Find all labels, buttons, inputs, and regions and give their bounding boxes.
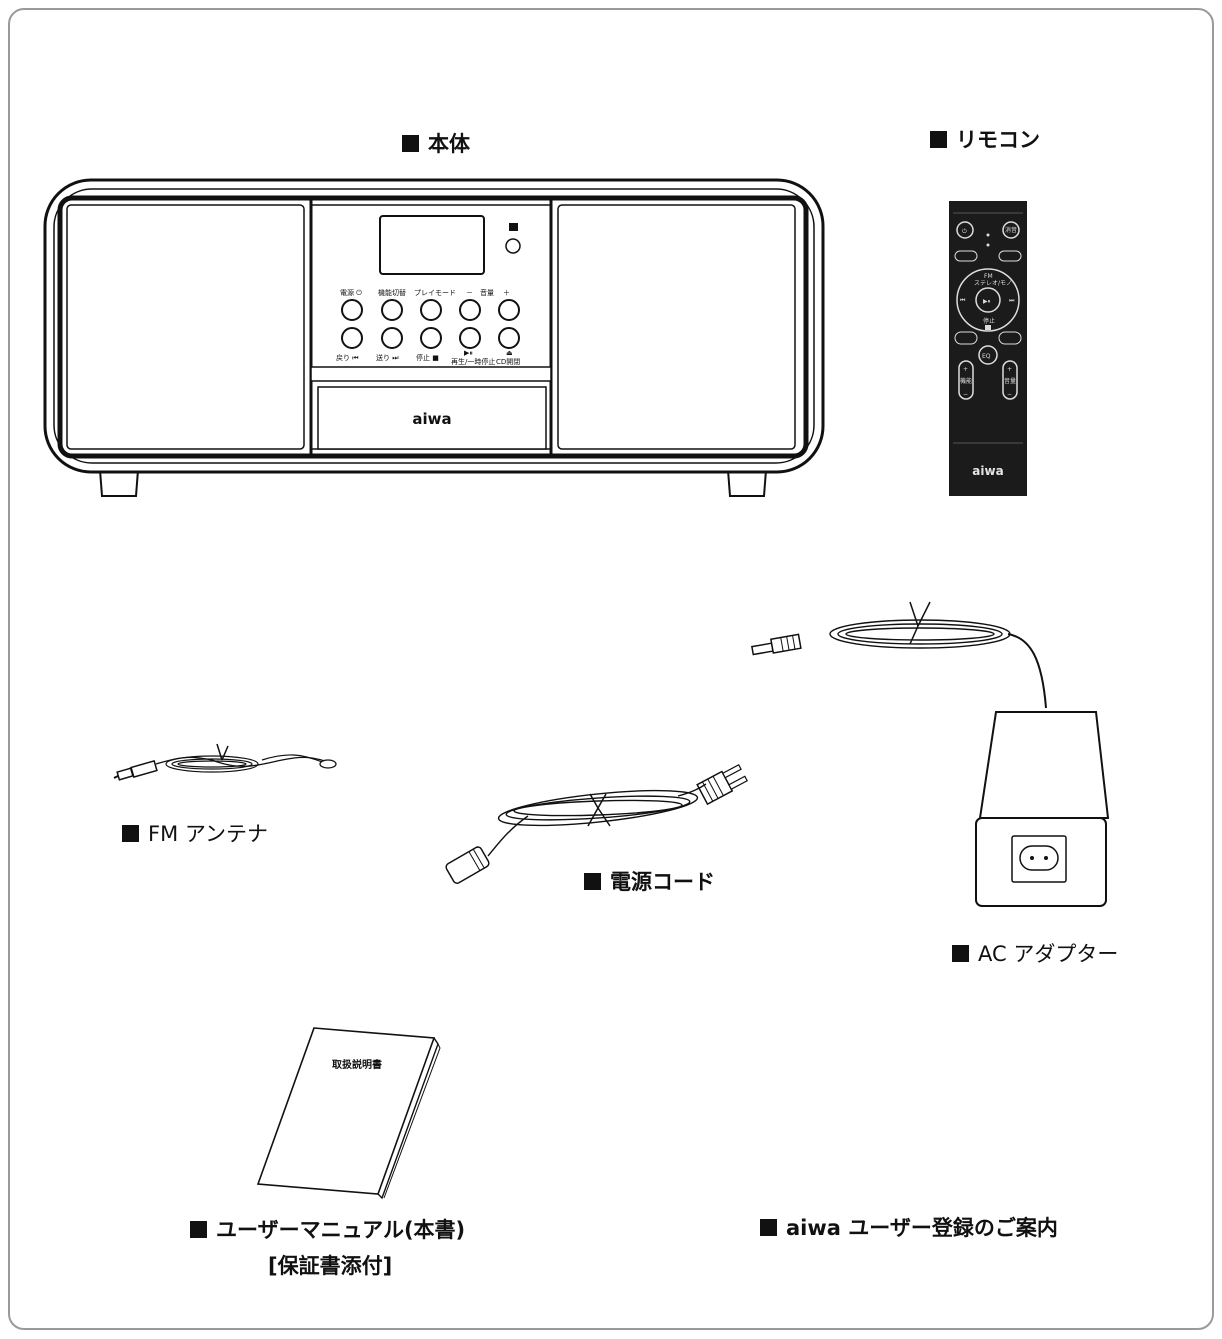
svg-text:⏭: ⏭ — [1009, 297, 1015, 304]
svg-text:−: − — [1007, 391, 1012, 398]
svg-text:プレイモード: プレイモード — [414, 289, 456, 297]
power-cord-illustration — [445, 764, 748, 884]
svg-text:取扱説明書: 取扱説明書 — [332, 1058, 382, 1071]
manual-warranty-label: [保証書添付] — [268, 1254, 393, 1278]
bullet-square-icon — [122, 825, 139, 842]
svg-text:＋: ＋ — [503, 289, 510, 297]
svg-text:⏮: ⏮ — [960, 297, 966, 304]
svg-text:+: + — [1007, 366, 1012, 373]
svg-text:音量: 音量 — [1004, 377, 1016, 385]
svg-text:▶⏸: ▶⏸ — [983, 298, 991, 305]
fm-antenna-label: FM アンテナ — [122, 818, 268, 848]
page-frame — [8, 8, 1214, 1330]
fm-antenna-illustration — [113, 743, 337, 781]
main-unit-label: 本体 — [402, 128, 470, 158]
svg-text:CD開閉: CD開閉 — [496, 358, 520, 366]
svg-text:停止: 停止 — [983, 317, 995, 325]
svg-text:戻り ⏮: 戻り ⏮ — [336, 353, 359, 362]
svg-text:aiwa: aiwa — [972, 464, 1003, 478]
svg-text:▶⏸: ▶⏸ — [464, 349, 473, 357]
remote-illustration: ⏻ 消音 FM ステレオ/モノ ▶⏸ ⏮ ⏭ 停止 EQ + 機能 − + 音量… — [949, 201, 1027, 496]
bullet-square-icon — [952, 945, 969, 962]
svg-text:機能切替: 機能切替 — [378, 288, 406, 297]
svg-text:停止 ■: 停止 ■ — [416, 353, 439, 362]
registration-label: aiwa ユーザー登録のご案内 — [760, 1212, 1058, 1242]
svg-text:送り ⏭: 送り ⏭ — [376, 353, 399, 362]
bullet-square-icon — [760, 1219, 777, 1236]
svg-text:音量: 音量 — [480, 288, 494, 297]
svg-text:電源 ⏻: 電源 ⏻ — [340, 288, 362, 297]
svg-text:ステレオ/モノ: ステレオ/モノ — [974, 280, 1012, 287]
manual-label: ユーザーマニュアル(本書) — [190, 1214, 465, 1244]
main-unit-illustration: 電源 ⏻ 機能切替 プレイモード － 音量 ＋ 戻り ⏮ 送り ⏭ 停止 ■ ▶… — [43, 178, 825, 497]
manual-illustration: 取扱説明書 — [256, 1027, 441, 1200]
svg-text:−: − — [963, 391, 968, 398]
svg-text:EQ: EQ — [982, 353, 991, 360]
power-cord-label: 電源コード — [584, 866, 715, 896]
ac-adapter-illustration — [751, 601, 1110, 907]
svg-text:+: + — [963, 366, 968, 373]
svg-text:機能: 機能 — [960, 377, 972, 385]
svg-text:⏏: ⏏ — [506, 349, 513, 357]
remote-label: リモコン — [930, 124, 1040, 154]
svg-text:再生/一時停止: 再生/一時停止 — [451, 357, 495, 366]
bullet-square-icon — [190, 1221, 207, 1238]
bullet-square-icon — [584, 873, 601, 890]
svg-text:aiwa: aiwa — [412, 410, 451, 428]
bullet-square-icon — [930, 131, 947, 148]
ac-adapter-label: AC アダプター — [952, 938, 1118, 968]
svg-text:FM: FM — [984, 273, 993, 280]
bullet-square-icon — [402, 135, 419, 152]
svg-text:－: － — [466, 289, 473, 297]
svg-text:⏻: ⏻ — [962, 228, 967, 235]
svg-text:消音: 消音 — [1005, 226, 1017, 234]
